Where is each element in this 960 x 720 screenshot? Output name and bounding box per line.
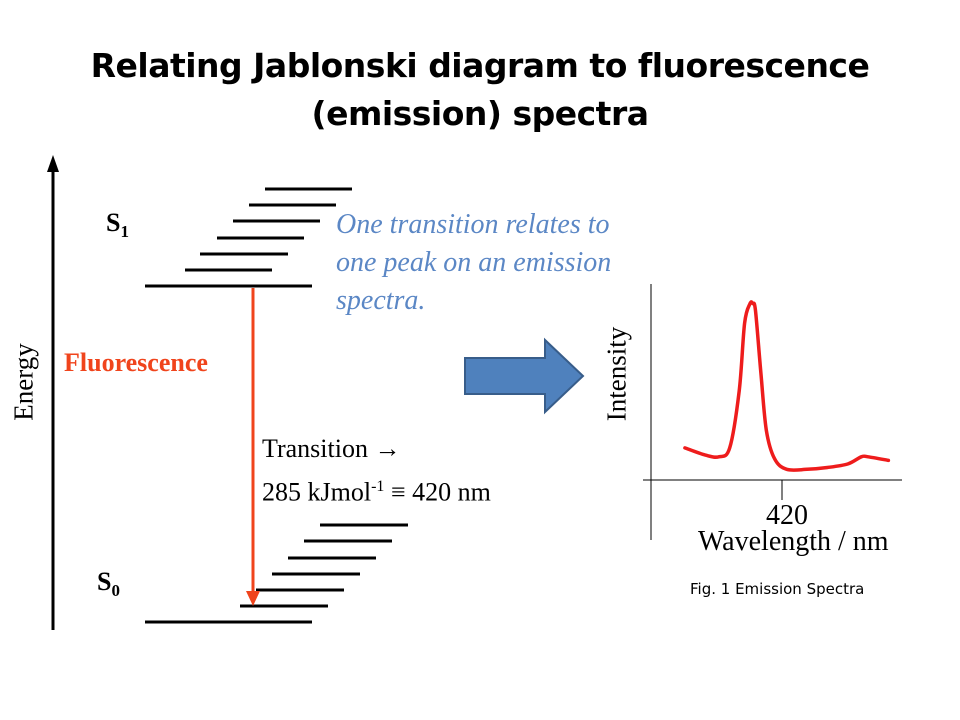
s0-levels (145, 523, 408, 624)
title-line-2: (emission) spectra (311, 94, 649, 133)
spectrum-curve (683, 300, 891, 472)
energy-axis-arrowhead (47, 155, 59, 172)
s0-letter: S (97, 567, 112, 596)
slide-title: Relating Jablonski diagram to fluorescen… (60, 42, 900, 138)
energy-value: 285 kJmol (262, 477, 372, 507)
wavelength-equivalent: ≡ 420 nm (384, 477, 491, 507)
transition-text: Transition → 285 kJmol-1 ≡ 420 nm (262, 430, 491, 512)
fluorescence-label: Fluorescence (64, 348, 208, 377)
intensity-axis-label: Intensity (601, 326, 632, 422)
figure-caption: Fig. 1 Emission Spectra (690, 580, 865, 598)
s1-subscript: 1 (120, 222, 129, 242)
transition-line-1: Transition → (262, 434, 401, 463)
x-tick-label: 420 (766, 500, 808, 531)
relation-block-arrow (464, 337, 585, 415)
s0-subscript: 0 (111, 581, 120, 601)
s0-label: S0 (97, 567, 120, 601)
s1-levels (145, 187, 352, 288)
transition-note: One transition relates to one peak on an… (336, 209, 612, 316)
s1-letter: S (106, 208, 121, 237)
wavelength-axis-label: Wavelength / nm (698, 526, 889, 557)
energy-unit-exponent: -1 (371, 478, 385, 495)
title-line-1: Relating Jablonski diagram to fluorescen… (90, 46, 870, 85)
energy-axis-label: Energy (8, 343, 39, 421)
fluorescence-arrowhead (246, 591, 260, 606)
s1-label: S1 (106, 208, 129, 242)
transition-line-2: 285 kJmol-1 ≡ 420 nm (262, 468, 491, 512)
